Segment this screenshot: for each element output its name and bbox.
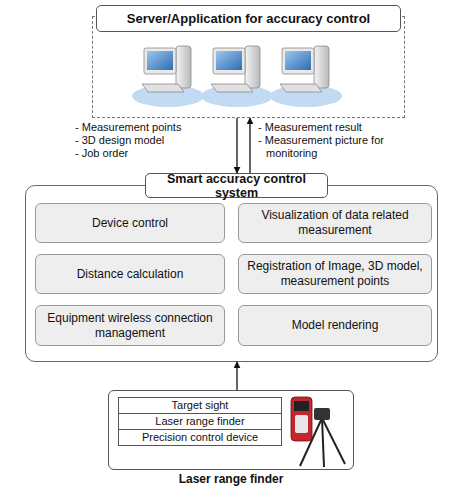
function-box: Device control bbox=[35, 203, 225, 243]
monitor bbox=[144, 48, 176, 74]
device-screen bbox=[294, 401, 309, 411]
computer-icon bbox=[132, 46, 204, 107]
box-text: Registration of Image, 3D model, measure… bbox=[245, 259, 425, 289]
box-text: Device control bbox=[92, 216, 168, 231]
box-text: Equipment wireless connection management bbox=[42, 311, 218, 341]
flow-arrow bbox=[249, 118, 250, 173]
system-group: Server/Application for accuracy control bbox=[92, 5, 405, 118]
monitor bbox=[213, 48, 245, 74]
box-text: Visualization of data related measuremen… bbox=[245, 208, 425, 238]
computer-tower bbox=[245, 46, 260, 88]
function-box: Registration of Image, 3D model, measure… bbox=[238, 254, 432, 294]
function-box: Model rendering bbox=[238, 305, 432, 346]
flow-arrow bbox=[236, 118, 237, 173]
system-group: Laser range finder Target sightLaser rang… bbox=[108, 390, 354, 488]
box-text: Target sight bbox=[172, 399, 229, 412]
flow-arrow bbox=[236, 362, 237, 390]
monitor-screen bbox=[147, 51, 173, 70]
component-box: Precision control device bbox=[118, 429, 282, 446]
tripod-leg bbox=[300, 418, 322, 466]
box-text: Model rendering bbox=[292, 318, 379, 333]
group-caption: Laser range finder bbox=[108, 470, 354, 487]
laser-device bbox=[291, 397, 312, 441]
tripod-leg bbox=[322, 418, 324, 467]
computer-icon bbox=[201, 46, 273, 107]
system-group: Smart accuracy control systemDevice cont… bbox=[25, 173, 438, 362]
group-title: Server/Application for accuracy control bbox=[127, 11, 370, 26]
computer-tower bbox=[314, 46, 329, 88]
flow-item-label: - Measurement picture for monitoring bbox=[258, 134, 391, 160]
group-title-box: Smart accuracy control system bbox=[145, 173, 328, 198]
group-title: Smart accuracy control system bbox=[146, 172, 327, 200]
function-box: Distance calculation bbox=[35, 254, 225, 294]
box-text: Precision control device bbox=[142, 431, 258, 444]
function-box: Equipment wireless connection management bbox=[35, 305, 225, 346]
flow-item-label: - Measurement result bbox=[258, 121, 391, 134]
keyboard bbox=[211, 84, 253, 92]
box-text: Laser range finder bbox=[155, 415, 244, 428]
computer-tower bbox=[176, 46, 191, 88]
box-text: Distance calculation bbox=[77, 267, 184, 282]
flow-item-label: - Measurement points bbox=[75, 121, 243, 134]
computer-icon bbox=[270, 46, 342, 107]
group-title-box: Server/Application for accuracy control bbox=[96, 5, 401, 32]
monitor-screen bbox=[216, 51, 242, 70]
component-box: Target sight bbox=[118, 397, 282, 414]
keyboard bbox=[142, 84, 184, 92]
icon-shadow bbox=[201, 85, 273, 107]
monitor-screen bbox=[285, 51, 311, 70]
laser-device-picture bbox=[291, 397, 345, 467]
device-keypad bbox=[295, 415, 308, 433]
icon-shadow bbox=[270, 85, 342, 107]
tripod-leg bbox=[322, 418, 345, 464]
keyboard bbox=[280, 84, 322, 92]
function-box: Visualization of data related measuremen… bbox=[238, 203, 432, 243]
flow-item-label: - 3D design model bbox=[75, 134, 243, 147]
flow-item-label: - Job order bbox=[75, 147, 243, 160]
monitor bbox=[282, 48, 314, 74]
component-box: Laser range finder bbox=[118, 413, 282, 430]
group-title: Laser range finder bbox=[179, 472, 284, 486]
icon-shadow bbox=[132, 85, 204, 107]
tripod-head bbox=[314, 408, 330, 420]
